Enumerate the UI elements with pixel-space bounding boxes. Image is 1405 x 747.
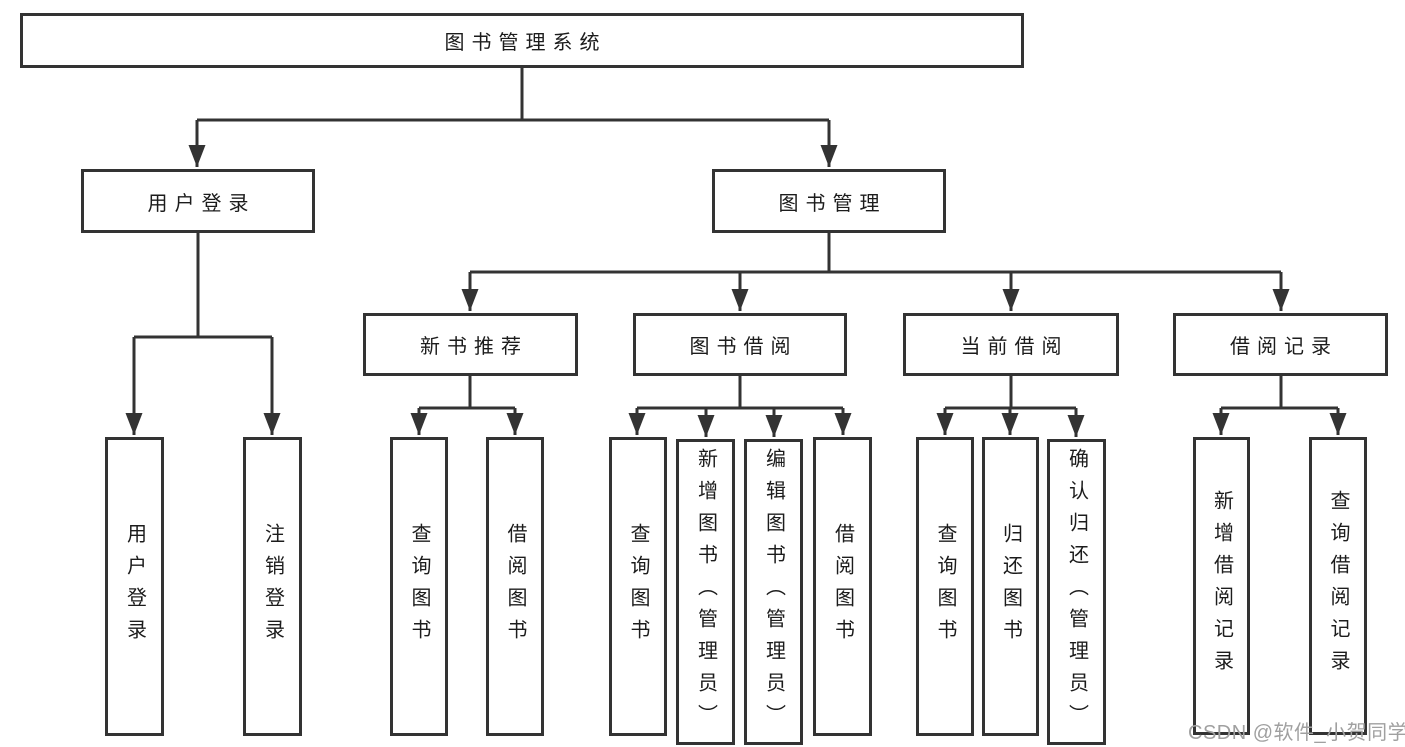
leaf-label-query-book-1: 查询图书 <box>408 522 430 651</box>
leaf-label-borrow-book-1: 借阅图书 <box>504 522 526 651</box>
diagram-leaf-edit-book-admin: 编辑图书（管理员） <box>744 439 803 745</box>
diagram-leaf-user-login: 用户登录 <box>105 437 164 736</box>
diagram-leaf-confirm-return-admin: 确认归还（管理员） <box>1047 439 1106 745</box>
diagram-node-book-management: 图书管理 <box>712 169 946 233</box>
leaf-label-add-borrow-record: 新增借阅记录 <box>1210 490 1233 682</box>
leaf-label-borrow-book-2: 借阅图书 <box>831 522 854 651</box>
node-label-borrow-records: 借阅记录 <box>1230 336 1338 358</box>
diagram-leaf-borrow-book-2: 借阅图书 <box>813 437 872 736</box>
csdn-watermark: CSDN @软件_小贺同学 <box>1188 722 1405 744</box>
node-label-book-borrow: 图书借阅 <box>689 336 798 358</box>
leaf-label-edit-book-admin: 编辑图书（管理员） <box>762 448 785 736</box>
node-label-new-book-recommend: 新书推荐 <box>420 336 528 358</box>
node-label-current-borrow: 当前借阅 <box>960 336 1069 358</box>
leaf-label-query-borrow-record: 查询借阅记录 <box>1327 490 1349 682</box>
diagram-leaf-query-book-1: 查询图书 <box>390 437 448 736</box>
leaf-label-confirm-return-admin: 确认归还（管理员） <box>1065 448 1088 736</box>
node-label-root: 图书管理系统 <box>444 32 607 54</box>
diagram-leaf-add-book-admin: 新增图书（管理员） <box>676 439 735 745</box>
diagram-node-book-borrow: 图书借阅 <box>633 313 847 376</box>
diagram-node-current-borrow: 当前借阅 <box>903 313 1119 376</box>
diagram-node-user-login: 用户登录 <box>81 169 315 233</box>
diagram-leaf-return-book: 归还图书 <box>982 437 1039 736</box>
leaf-label-query-book-3: 查询图书 <box>934 522 956 651</box>
diagram-leaf-query-book-3: 查询图书 <box>916 437 974 736</box>
diagram-leaf-logout: 注销登录 <box>243 437 302 736</box>
leaf-label-add-book-admin: 新增图书（管理员） <box>694 448 717 736</box>
diagram-leaf-borrow-book-1: 借阅图书 <box>486 437 544 736</box>
leaf-label-return-book: 归还图书 <box>999 522 1022 651</box>
diagram-leaf-add-borrow-record: 新增借阅记录 <box>1193 437 1250 735</box>
leaf-label-logout: 注销登录 <box>261 522 284 651</box>
leaf-label-user-login: 用户登录 <box>123 522 146 651</box>
node-label-user-login: 用户登录 <box>147 192 256 215</box>
diagram-node-borrow-records: 借阅记录 <box>1173 313 1388 376</box>
leaf-label-query-book-2: 查询图书 <box>627 522 649 651</box>
diagram-node-new-book-recommend: 新书推荐 <box>363 313 578 376</box>
diagram-leaf-query-borrow-record: 查询借阅记录 <box>1309 437 1367 735</box>
node-label-book-management: 图书管理 <box>778 192 887 215</box>
diagram-leaf-query-book-2: 查询图书 <box>609 437 667 736</box>
diagram-node-root: 图书管理系统 <box>20 13 1024 68</box>
